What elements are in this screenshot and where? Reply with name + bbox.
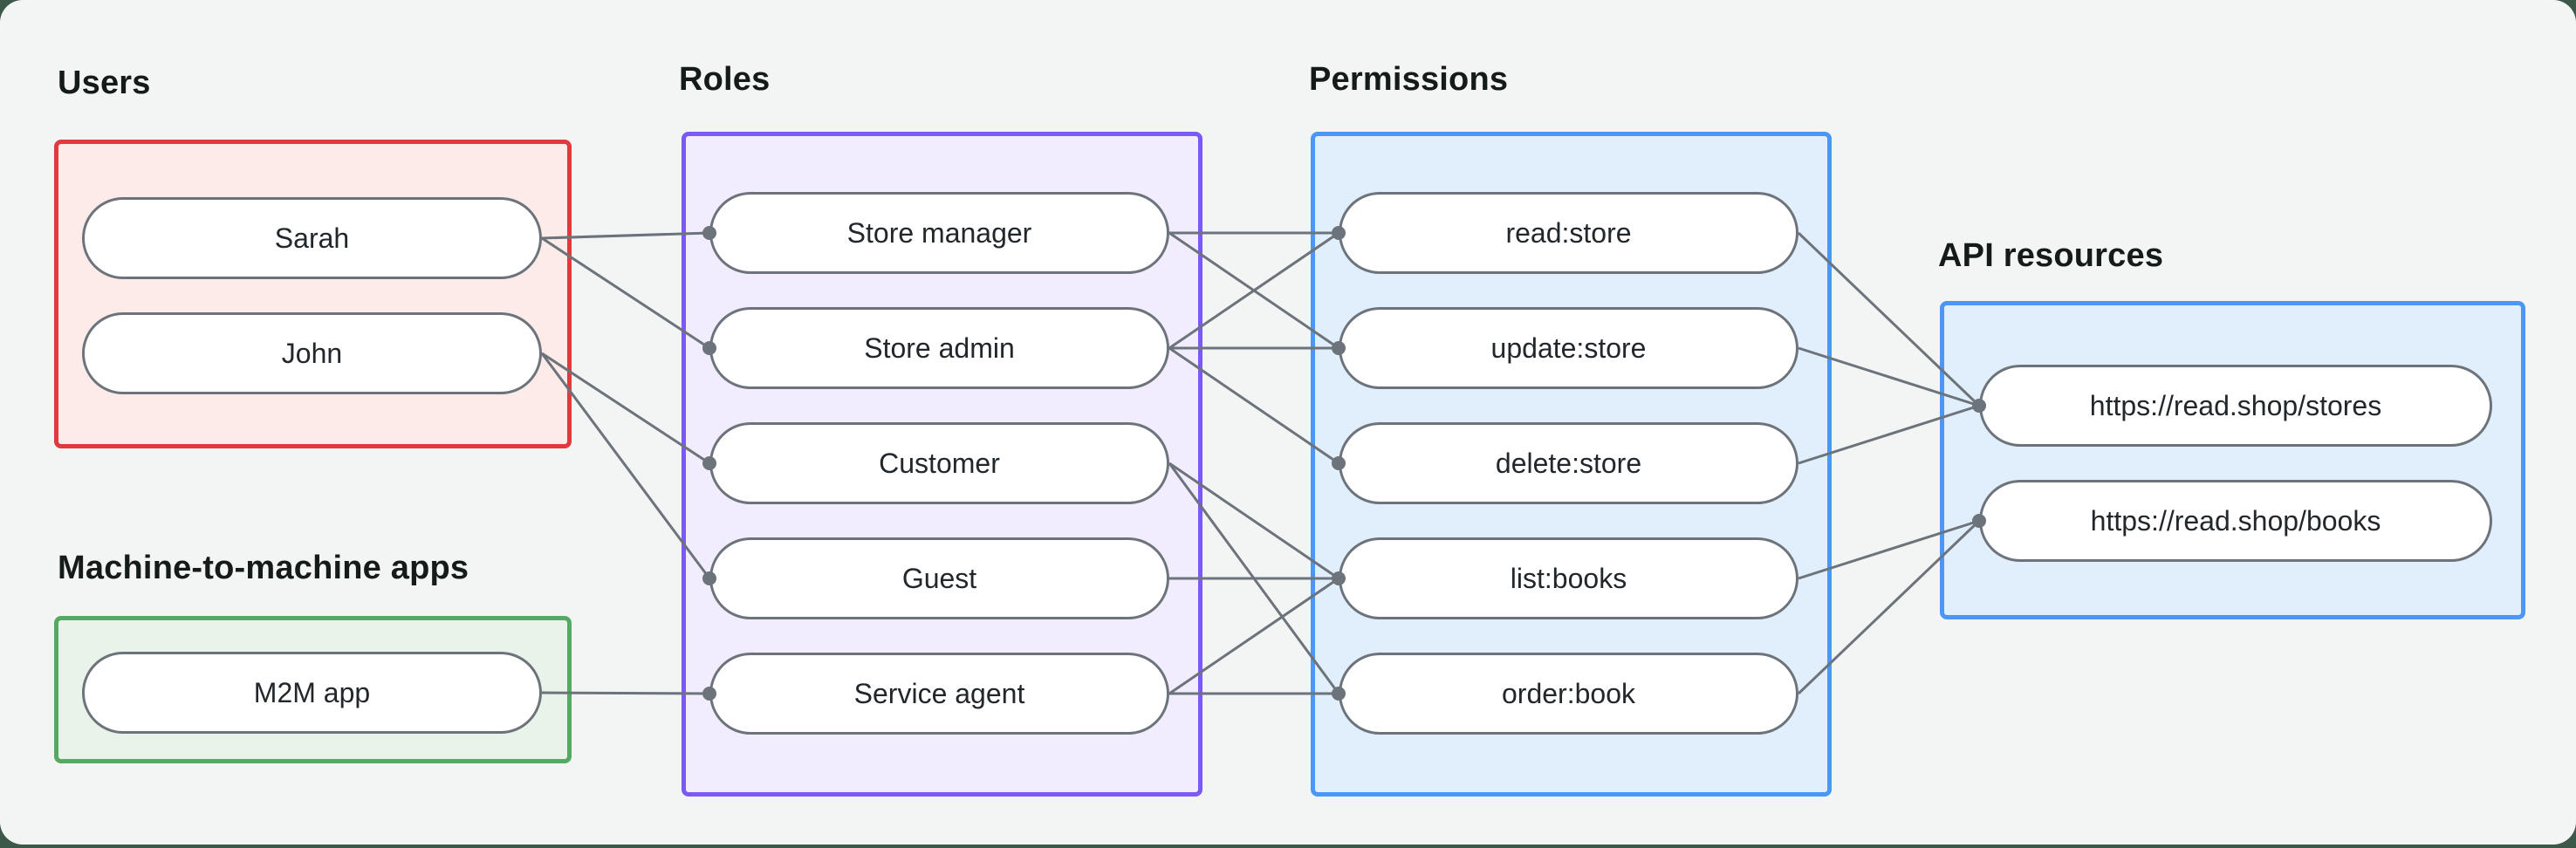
node-customer: Customer [709, 422, 1169, 504]
group-api-box [1940, 301, 2525, 619]
group-roles-label: Roles [679, 61, 771, 98]
node-books_api: https://read.shop/books [1979, 480, 2492, 562]
group-users-box [54, 140, 572, 448]
node-store_manager: Store manager [709, 192, 1169, 274]
group-permissions-label: Permissions [1309, 61, 1509, 98]
node-list_books: list:books [1339, 537, 1798, 619]
node-sarah: Sarah [82, 197, 542, 279]
group-users-label: Users [58, 65, 151, 101]
node-guest: Guest [709, 537, 1169, 619]
node-order_book: order:book [1339, 653, 1798, 735]
node-john: John [82, 312, 542, 394]
node-read_store: read:store [1339, 192, 1798, 274]
group-m2m-label: Machine-to-machine apps [58, 550, 469, 586]
node-stores_api: https://read.shop/stores [1979, 365, 2492, 447]
node-m2m_app: M2M app [82, 652, 542, 734]
node-delete_store: delete:store [1339, 422, 1798, 504]
node-service_agent: Service agent [709, 653, 1169, 735]
node-store_admin: Store admin [709, 307, 1169, 389]
node-update_store: update:store [1339, 307, 1798, 389]
